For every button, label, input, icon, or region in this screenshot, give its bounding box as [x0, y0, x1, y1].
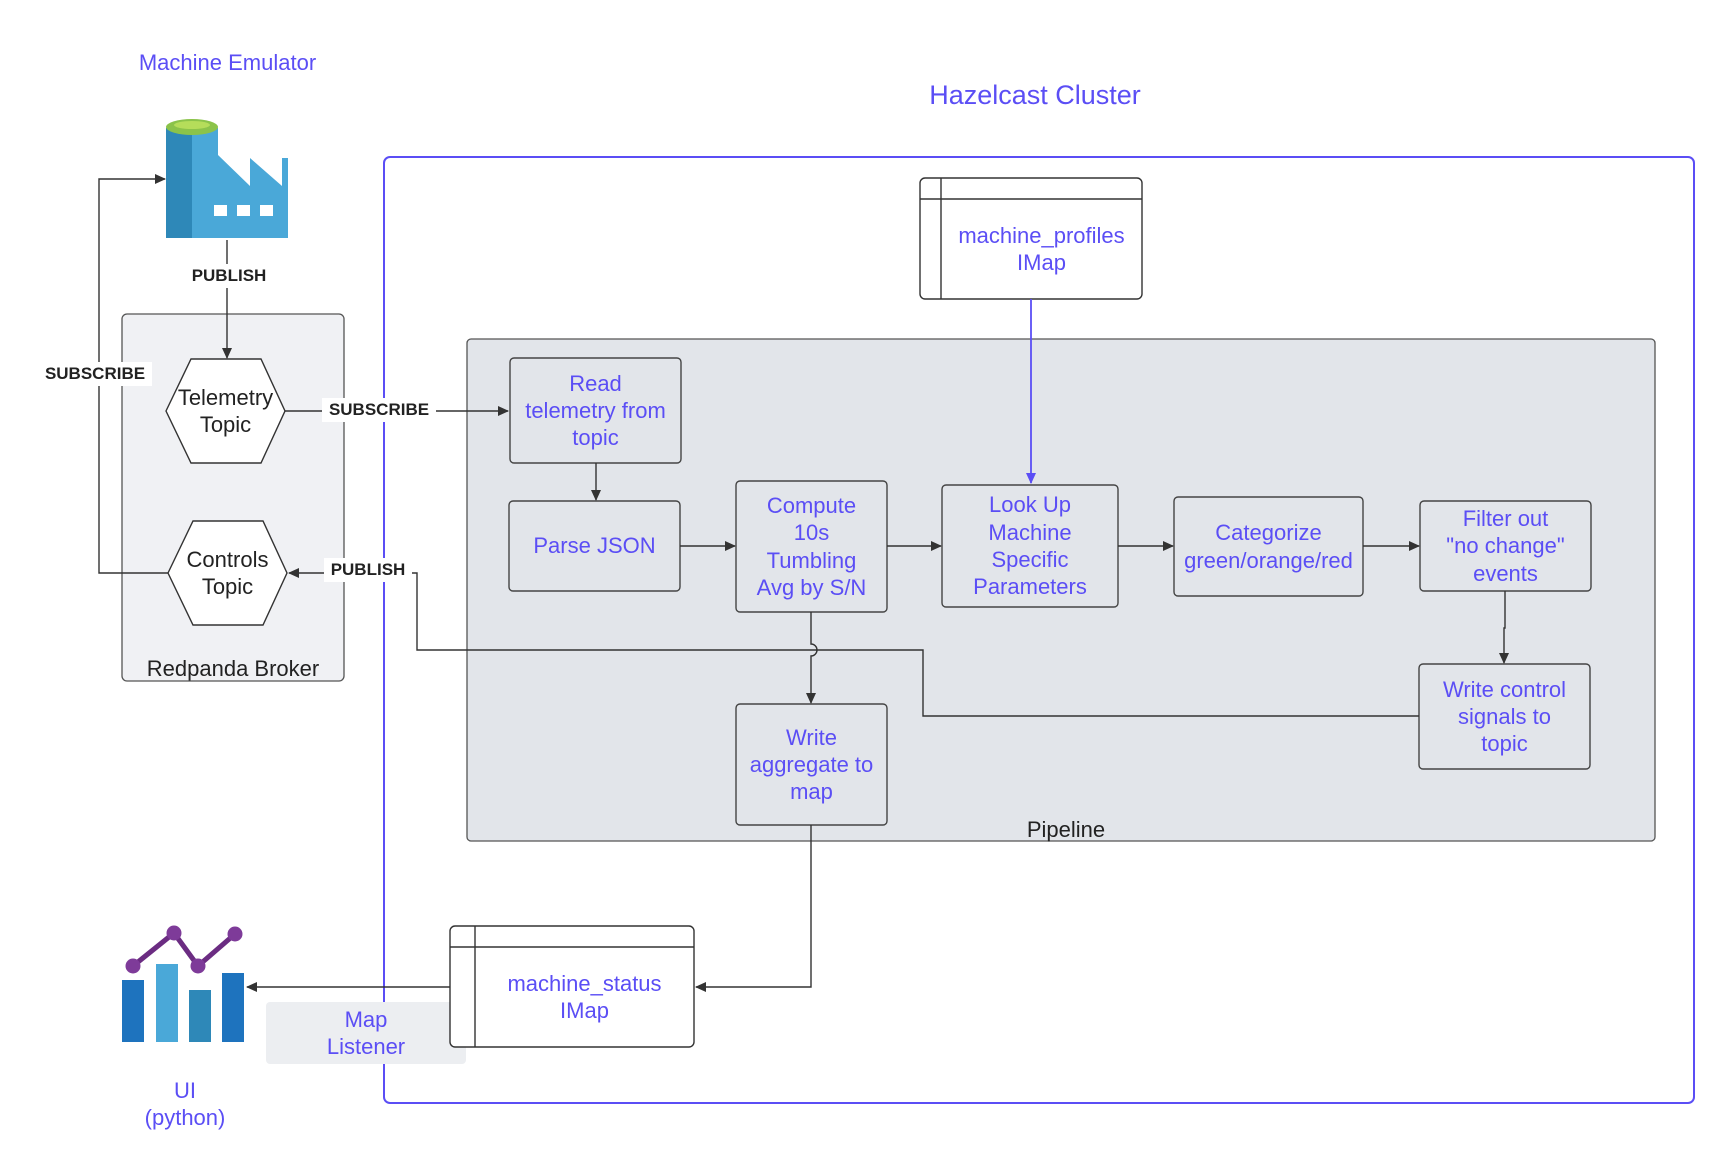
controls-topic-hexagon: [167, 520, 288, 626]
machine-profiles-label: machine_profiles IMap: [958, 222, 1125, 275]
parse-json-label: Parse JSON: [533, 533, 656, 559]
machine-emulator-label: Machine Emulator: [138, 50, 317, 76]
machine-profiles-store: [919, 177, 1143, 300]
edge-label-subscribe-left: SUBSCRIBE: [38, 362, 152, 386]
compute-avg-label: Compute 10s Tumbling Avg by S/N: [756, 492, 867, 600]
map-listener-box: [266, 1002, 466, 1064]
filter-events-label: Filter out "no change" events: [1446, 506, 1565, 586]
pipeline-label: Pipeline: [1026, 817, 1106, 843]
edge-label-subscribe-mid: SUBSCRIBE: [322, 398, 436, 422]
machine-status-label: machine_status IMap: [507, 970, 662, 1023]
ui-label: UI (python): [144, 1077, 226, 1130]
arrow-filter-writecontrol: [1499, 591, 1509, 664]
categorize-label: Categorize green/orange/red: [1184, 520, 1353, 573]
hazelcast-cluster-frame: [383, 156, 1695, 1104]
factory-icon: [166, 119, 288, 238]
write-control-label: Write control signals to topic: [1442, 676, 1567, 757]
map-listener-label: Map Listener: [326, 1006, 406, 1059]
read-telemetry-label: Read telemetry from topic: [525, 370, 666, 451]
write-aggregate-label: Write aggregate to map: [749, 724, 874, 805]
controls-topic-label: Controls Topic: [186, 546, 269, 599]
redpanda-broker-label: Redpanda Broker: [146, 656, 320, 682]
machine-status-store: [449, 925, 695, 1048]
telemetry-topic-label: Telemetry Topic: [177, 384, 274, 437]
chart-icon: [122, 925, 244, 1042]
edge-label-publish-top: PUBLISH: [182, 264, 276, 288]
hazelcast-cluster-label: Hazelcast Cluster: [929, 80, 1141, 111]
arrow-aggregate-status: [695, 825, 812, 992]
lookup-params-label: Look Up Machine Specific Parameters: [973, 492, 1087, 600]
edge-label-publish-mid: PUBLISH: [324, 558, 412, 582]
